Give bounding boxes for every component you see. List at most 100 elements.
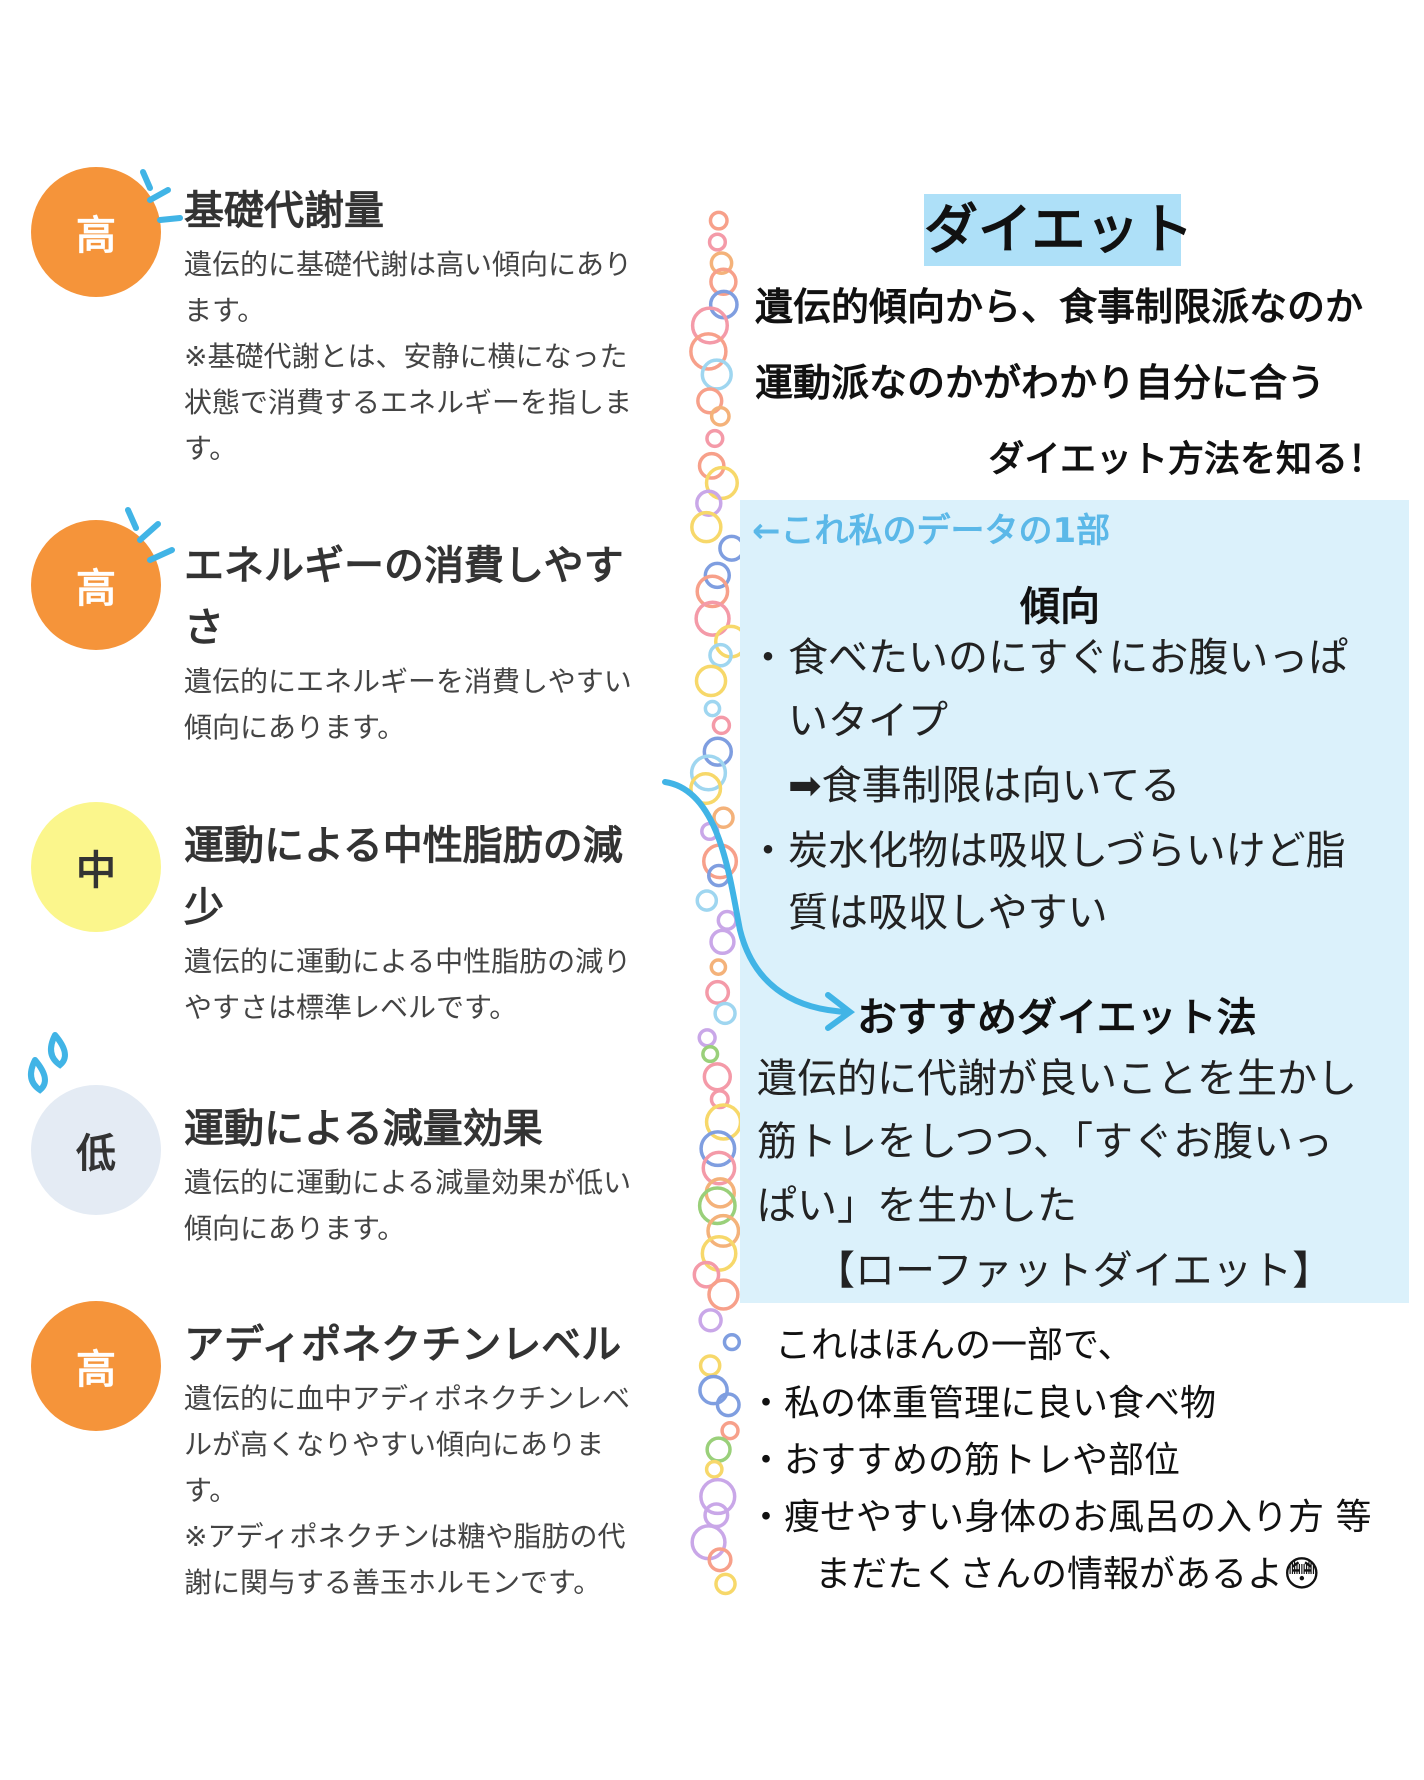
- decor-circle: [689, 772, 723, 806]
- decor-circle: [707, 1278, 740, 1311]
- trait-body-line: 謝に関与する善玉ホルモンです。: [184, 1566, 602, 1599]
- trait-title: アディポネクチンレベル: [184, 1322, 622, 1368]
- decor-circle: [709, 958, 728, 976]
- decor-circle: [722, 1333, 742, 1352]
- tendency-line: ➡食事制限は向いてる: [788, 763, 1181, 809]
- trait-body-line: ルが高くなりやすい傾向にありま: [184, 1428, 605, 1461]
- level-badge-high: 高: [31, 167, 161, 297]
- trait-weight-loss-effect: 運動による減量効果 遺伝的に運動による減量効果が低い 傾向にあります。: [184, 1098, 684, 1252]
- trait-title: 基礎代謝量: [184, 188, 384, 234]
- decor-circle: [714, 1572, 737, 1596]
- trait-title: 運動による中性脂肪の減: [184, 823, 623, 869]
- trait-energy-expenditure: エネルギーの消費しやす さ 遺伝的にエネルギーを消費しやすい 傾向にあります。: [184, 535, 684, 751]
- bullet: ・: [748, 635, 788, 681]
- trait-basal-metabolism: 基礎代謝量 遺伝的に基礎代謝は高い傾向にあり ます。 ※基礎代謝とは、安静に横に…: [184, 180, 684, 472]
- decor-circle: [707, 1547, 733, 1573]
- decor-circle: [709, 251, 734, 275]
- decor-circle: [715, 1392, 741, 1418]
- decor-circle: [689, 332, 728, 371]
- tendency-item: ・ 食べたいのにすぐにお腹いっぱ: [748, 625, 1348, 683]
- decor-circle: [698, 1308, 723, 1333]
- decor-circle: [713, 1001, 737, 1026]
- intro-line: ダイエット方法を知る！: [988, 439, 1384, 480]
- decor-circle: [701, 1044, 720, 1064]
- sparkle-mark: [125, 507, 175, 563]
- trait-body-line: 傾向にあります。: [184, 711, 406, 744]
- tendency-line: いタイプ: [788, 698, 948, 744]
- level-badge-low: 低: [31, 1085, 161, 1215]
- trait-body-line: 遺伝的に血中アディポネクチンレベ: [184, 1382, 631, 1415]
- decor-circle: [720, 1420, 740, 1441]
- decor-circle: [690, 510, 723, 544]
- trait-body-line: 遺伝的にエネルギーを消費しやすい: [184, 665, 632, 698]
- tendency-line: 質は吸収しやすい: [788, 890, 1108, 936]
- decor-circle: [696, 387, 724, 415]
- decor-circle: [705, 979, 731, 1005]
- trait-title: エネルギーの消費しやす: [184, 543, 624, 589]
- decor-circle: [695, 574, 730, 609]
- trait-body-line: やすさは標準レベルです。: [184, 991, 518, 1024]
- trait-adiponectin: アディポネクチンレベル 遺伝的に血中アディポネクチンレベ ルが高くなりやすい傾向…: [184, 1314, 684, 1606]
- trait-body-line: す。: [184, 1474, 238, 1507]
- sweat-drop-mark: [28, 1032, 68, 1094]
- decor-circle: [699, 1130, 737, 1168]
- trait-triglyceride-reduction: 運動による中性脂肪の減 少 遺伝的に運動による中性脂肪の減り やすさは標準レベル…: [184, 815, 684, 1031]
- decor-circle: [711, 715, 732, 736]
- trait-body-line: 遺伝的に運動による減量効果が低い: [184, 1166, 632, 1199]
- decor-circle: [709, 928, 736, 956]
- recommend-line: 筋トレをしつつ、「すぐお腹いっ: [757, 1119, 1333, 1165]
- trait-body-line: ます。: [184, 294, 266, 327]
- level-text: 高: [76, 213, 116, 259]
- decor-circle: [698, 1374, 729, 1406]
- decor-circle: [708, 642, 733, 668]
- intro-line: 遺伝的傾向から、食事制限派なのか: [755, 285, 1364, 329]
- level-text: 低: [76, 1131, 116, 1177]
- decor-circle: [695, 889, 719, 912]
- diet-title: ダイエット: [924, 194, 1193, 266]
- level-badge-mid: 中: [31, 802, 161, 932]
- level-text: 高: [76, 1347, 116, 1393]
- footer-line: ・おすすめの筋トレや部位: [748, 1440, 1181, 1481]
- trait-body-line: 遺伝的に運動による中性脂肪の減り: [184, 945, 632, 978]
- trait-body-line: 傾向にあります。: [184, 1212, 406, 1245]
- tendency-item: ・ 炭水化物は吸収しづらいけど脂: [748, 818, 1346, 876]
- level-badge-high: 高: [31, 1301, 161, 1431]
- decor-circle: [700, 358, 733, 391]
- decor-circle: [705, 428, 725, 449]
- decor-circle: [694, 600, 731, 637]
- trait-title: 運動による減量効果: [184, 1106, 543, 1152]
- tendency-line: 食べたいのにすぐにお腹いっぱ: [788, 635, 1349, 681]
- trait-body-line: 遺伝的に基礎代謝は高い傾向にあり: [184, 248, 633, 281]
- decor-circle: [695, 489, 723, 517]
- decor-circle: [709, 1089, 730, 1110]
- trait-body-line: ※基礎代謝とは、安静に横になった: [184, 340, 628, 373]
- recommend-line: ぱい」を生かした: [757, 1183, 1077, 1229]
- decor-circle: [708, 210, 729, 231]
- decor-circle: [703, 699, 722, 718]
- footer-line: これはほんの一部で、: [775, 1325, 1134, 1366]
- level-text: 中: [76, 848, 116, 894]
- decor-circle: [699, 1477, 737, 1516]
- tendency-line: 炭水化物は吸収しづらいけど脂: [788, 828, 1346, 874]
- decor-circle: [709, 267, 738, 296]
- recommend-line: 【ローファットダイエット】: [815, 1248, 1333, 1294]
- decor-circle: [703, 561, 731, 590]
- curved-arrow: [662, 779, 856, 1031]
- footer-line: まだたくさんの情報があるよ😳: [815, 1554, 1321, 1595]
- trait-body-line: す。: [184, 432, 238, 465]
- footer-line: ・痩せやすい身体のお風呂の入り方 等: [748, 1497, 1372, 1538]
- bullet: ・: [748, 828, 788, 874]
- recommend-line: 遺伝的に代謝が良いことを生かし: [757, 1056, 1357, 1102]
- trait-body-line: ※アディポネクチンは糖や脂肪の代: [184, 1520, 626, 1553]
- decor-circle: [690, 306, 730, 345]
- decor-circle: [704, 465, 739, 501]
- intro-line: 運動派なのかがわかり自分に合う: [755, 361, 1326, 405]
- decor-circle: [712, 806, 735, 829]
- tendency-heading: 傾向: [1020, 584, 1100, 630]
- decor-circle: [709, 405, 731, 427]
- decor-circle: [707, 232, 728, 252]
- decor-circle: [697, 451, 726, 480]
- my-data-panel: [740, 500, 1409, 1303]
- decor-circle: [706, 1213, 741, 1248]
